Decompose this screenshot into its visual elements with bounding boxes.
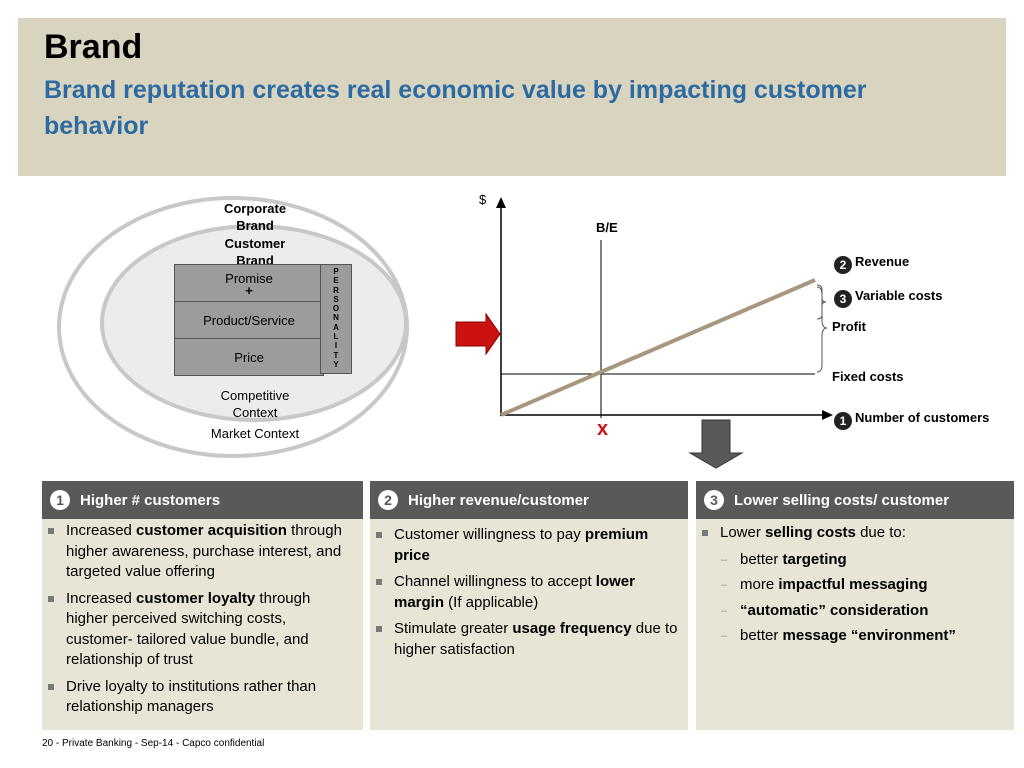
fixed-costs-label: Fixed costs bbox=[832, 369, 904, 384]
gray-down-arrow bbox=[688, 419, 744, 469]
price-label: Price bbox=[234, 349, 264, 365]
promise-label: Promise bbox=[225, 270, 273, 286]
revenue-number-icon: 2 bbox=[834, 256, 852, 274]
revenue-line bbox=[500, 278, 816, 417]
list-item: Increased customer acquisition through h… bbox=[42, 521, 355, 583]
x-axis-arrowhead bbox=[822, 410, 833, 420]
be-x-marker: x bbox=[597, 418, 609, 440]
personality-letter: N bbox=[333, 313, 339, 323]
list-item: Customer willingness to pay premium pric… bbox=[370, 525, 680, 566]
variable-costs-number-icon: 3 bbox=[834, 290, 852, 308]
column-1-heading: Higher # customers bbox=[80, 491, 221, 509]
personality-letter: O bbox=[332, 304, 340, 314]
corporate-brand-label: Corporate Brand bbox=[223, 201, 287, 233]
number-of-customers-label: Number of customers bbox=[855, 410, 990, 425]
list-item: Channel willingness to accept lower marg… bbox=[370, 572, 680, 613]
personality-letter: Y bbox=[333, 359, 339, 369]
red-right-arrow bbox=[455, 312, 501, 356]
product-service-label: Product/Service bbox=[203, 312, 295, 328]
sub-list-item: “automatic” consideration bbox=[696, 601, 1006, 622]
column-3-header: 3 Lower selling costs/ customer bbox=[696, 481, 1014, 519]
list-item: Stimulate greater usage frequency due to… bbox=[370, 619, 680, 660]
personality-letter: L bbox=[333, 332, 339, 342]
profit-label: Profit bbox=[832, 319, 866, 334]
y-axis-label: $ bbox=[479, 192, 487, 207]
sub-list-item: more impactful messaging bbox=[696, 575, 1006, 596]
personality-letter: P bbox=[333, 267, 339, 276]
sub-list-item: better targeting bbox=[696, 550, 1006, 571]
page-title: Brand bbox=[44, 28, 143, 66]
page-subtitle: Brand reputation creates real economic v… bbox=[44, 76, 867, 140]
footer: 20 - Private Banking - Sep-14 - Capco co… bbox=[42, 738, 265, 749]
be-label: B/E bbox=[596, 220, 618, 235]
promise-box: Promise + bbox=[174, 264, 324, 302]
list-item: Lower selling costs due to: bbox=[696, 523, 1006, 544]
list-item: Drive loyalty to institutions rather tha… bbox=[42, 677, 355, 718]
column-2-header: 2 Higher revenue/customer bbox=[370, 481, 688, 519]
column-2-body: Customer willingness to pay premium pric… bbox=[370, 519, 688, 730]
brace-profit bbox=[816, 286, 828, 373]
market-context-label: Market Context bbox=[210, 426, 300, 441]
revenue-label: Revenue bbox=[855, 254, 910, 269]
column-higher-customers: 1 Higher # customers Increased customer … bbox=[42, 481, 363, 730]
column-higher-revenue: 2 Higher revenue/customer Customer willi… bbox=[370, 481, 688, 730]
sub-list-item: better message “environment” bbox=[696, 626, 1006, 647]
personality-letter: A bbox=[333, 322, 339, 332]
customers-number-icon: 1 bbox=[834, 412, 852, 430]
personality-letter: E bbox=[333, 276, 339, 286]
variable-costs-label: Variable costs bbox=[855, 288, 943, 303]
price-box: Price bbox=[174, 338, 324, 376]
column-2-heading: Higher revenue/customer bbox=[408, 491, 589, 509]
column-3-number-icon: 3 bbox=[704, 490, 724, 510]
personality-letter: S bbox=[333, 294, 339, 304]
list-item: Increased customer loyalty through highe… bbox=[42, 589, 355, 671]
personality-letter: T bbox=[333, 350, 339, 360]
column-lower-costs: 3 Lower selling costs/ customer Lower se… bbox=[696, 481, 1014, 730]
competitive-context-label: Competitive Context bbox=[220, 388, 290, 420]
column-1-number-icon: 1 bbox=[50, 490, 70, 510]
y-axis-arrowhead bbox=[496, 197, 506, 208]
column-1-header: 1 Higher # customers bbox=[42, 481, 363, 519]
column-2-number-icon: 2 bbox=[378, 490, 398, 510]
column-3-heading: Lower selling costs/ customer bbox=[734, 491, 950, 509]
column-1-body: Increased customer acquisition through h… bbox=[42, 519, 363, 730]
column-3-body: Lower selling costs due to: better targe… bbox=[696, 519, 1014, 730]
header-band: Brand Brand reputation creates real econ… bbox=[18, 18, 1006, 176]
plus-sign: + bbox=[245, 282, 253, 298]
personality-letter: I bbox=[334, 341, 338, 351]
product-service-box: Product/Service bbox=[174, 301, 324, 339]
personality-letter: R bbox=[333, 285, 339, 295]
